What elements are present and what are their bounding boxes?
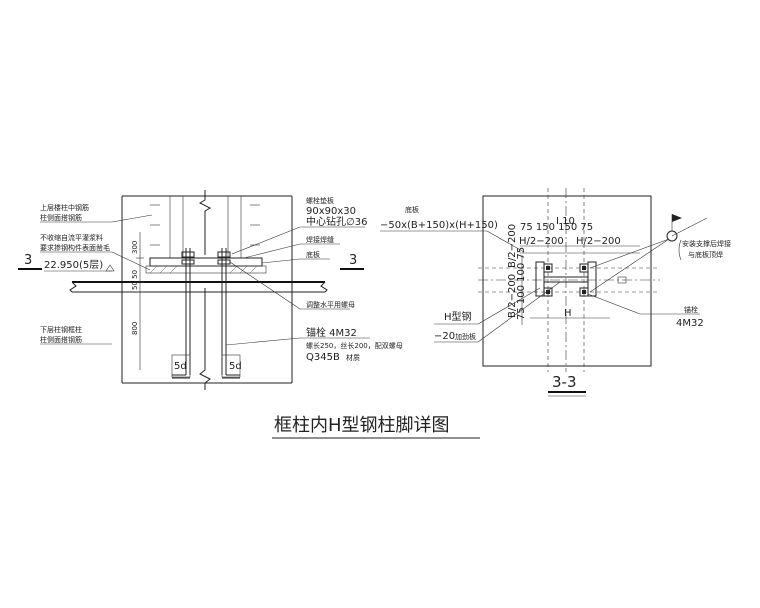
half-h-b: H/2−200 (576, 236, 621, 247)
anchor-bolts (172, 248, 240, 379)
half-h-a: H/2−200 (519, 236, 564, 247)
dim-800: 800 (131, 322, 139, 335)
slab-break-right (320, 281, 328, 293)
leader-stiffener (477, 281, 561, 343)
small-plate-mark (617, 276, 627, 284)
note-upper-column-2: 柱侧面搭钢筋 (40, 213, 82, 222)
note-support: 安装支撑后焊接 (682, 239, 731, 248)
bolt-bend-left (171, 354, 191, 378)
note-grout-1: 不收缩自流平灌浆料 (40, 233, 103, 242)
view-label: 3-3 (552, 373, 577, 391)
note-support-2: 与底板顶焊 (688, 250, 723, 259)
note-base: 底板 (306, 250, 320, 259)
right-plan-detail: 75 150 150 75 I 10 H/2−200 H/2−200 75 10… (380, 188, 731, 397)
break-line-top (198, 190, 212, 255)
note-h-steel: H型钢 (444, 310, 472, 323)
dim-h: H (564, 308, 572, 319)
note-elevation: 22.950(5层) (44, 259, 103, 271)
flag-icon (672, 214, 682, 222)
elevation-triangle (105, 264, 115, 272)
section-mark-left: 3 (24, 253, 32, 268)
note-plate: 底板 (405, 205, 419, 214)
drawing-title: 框柱内H型钢柱脚详图 (274, 415, 450, 436)
half-b-b: B/2−200 (507, 224, 518, 268)
note-nut: 调整水平用螺母 (306, 300, 355, 309)
note-stiffener-label: 加劲板 (455, 332, 476, 341)
leader-h-steel (477, 287, 541, 325)
bracket-mark (678, 239, 682, 261)
leader-nut (229, 261, 301, 310)
note-anchor-size: 4M32 (676, 318, 704, 329)
note-bolt-spec: 螺长250，丝长200，配双螺母 (306, 341, 403, 350)
bolt-bend-right (221, 354, 241, 378)
note-plate-size: −50x(B+150)x(H+150) (380, 220, 498, 231)
note-lower-column: 下层柱钢框柱 (40, 325, 82, 334)
note-washer: 螺栓垫板 (306, 196, 334, 205)
note-upper-column: 上层楼柱中钢筋 (40, 203, 89, 212)
note-lower-column-2: 柱侧面搭钢筋 (40, 335, 82, 344)
leader-anchor (587, 293, 641, 315)
dims-left: 75 100 100 75 (516, 247, 527, 320)
section-label: I 10 (556, 216, 575, 227)
note-steel: Q345B (306, 352, 340, 363)
leader-bubble-1 (589, 238, 670, 269)
leader-grout (111, 251, 151, 271)
note-hole: 中心钻孔∅36 (306, 215, 367, 228)
anchor-squares (543, 263, 589, 297)
note-washer-size: 90x90x30 (306, 206, 356, 217)
base-plate-outline (482, 195, 652, 367)
dim-300: 300 (131, 241, 139, 254)
leader-washer (231, 226, 301, 255)
left-elevation-detail: 5d 5d 300 50 50 800 3 3 上层楼柱中钢筋 柱侧面搭钢筋 不… (18, 190, 403, 390)
note-stiffener: −20 (434, 331, 455, 342)
dim-5d-right: 5d (229, 361, 242, 372)
leader-bolt (225, 337, 301, 346)
grout-layer (145, 265, 267, 274)
note-anchor: 锚栓 (684, 305, 698, 314)
slab-break-left (69, 281, 77, 293)
note-bolt: 锚栓 4M32 (306, 326, 357, 339)
dims-top: 75 150 150 75 (520, 222, 593, 233)
leader-bubble-diag (671, 217, 708, 237)
leader-bubble-2 (589, 238, 670, 293)
break-line-bottom (199, 288, 211, 390)
half-b-a: B/2−200 (507, 274, 518, 318)
leader-weld (243, 243, 301, 259)
note-grout-2: 要求掺钢构件表面凿毛 (40, 243, 110, 252)
leader-base (261, 258, 301, 264)
grout-hatch (149, 265, 258, 274)
h-web-plan (543, 276, 589, 283)
leader-upper (111, 214, 153, 223)
note-steel-material: 材质 (346, 353, 360, 362)
dim-5d-left: 5d (174, 361, 187, 372)
dim-50-50: 50 50 (131, 270, 139, 290)
note-weld: 焊接焊缝 (306, 235, 334, 244)
leader-plate (486, 230, 525, 253)
base-plate (149, 257, 263, 267)
h-flange-plan-left (535, 261, 545, 297)
section-mark-right: 3 (349, 253, 357, 268)
